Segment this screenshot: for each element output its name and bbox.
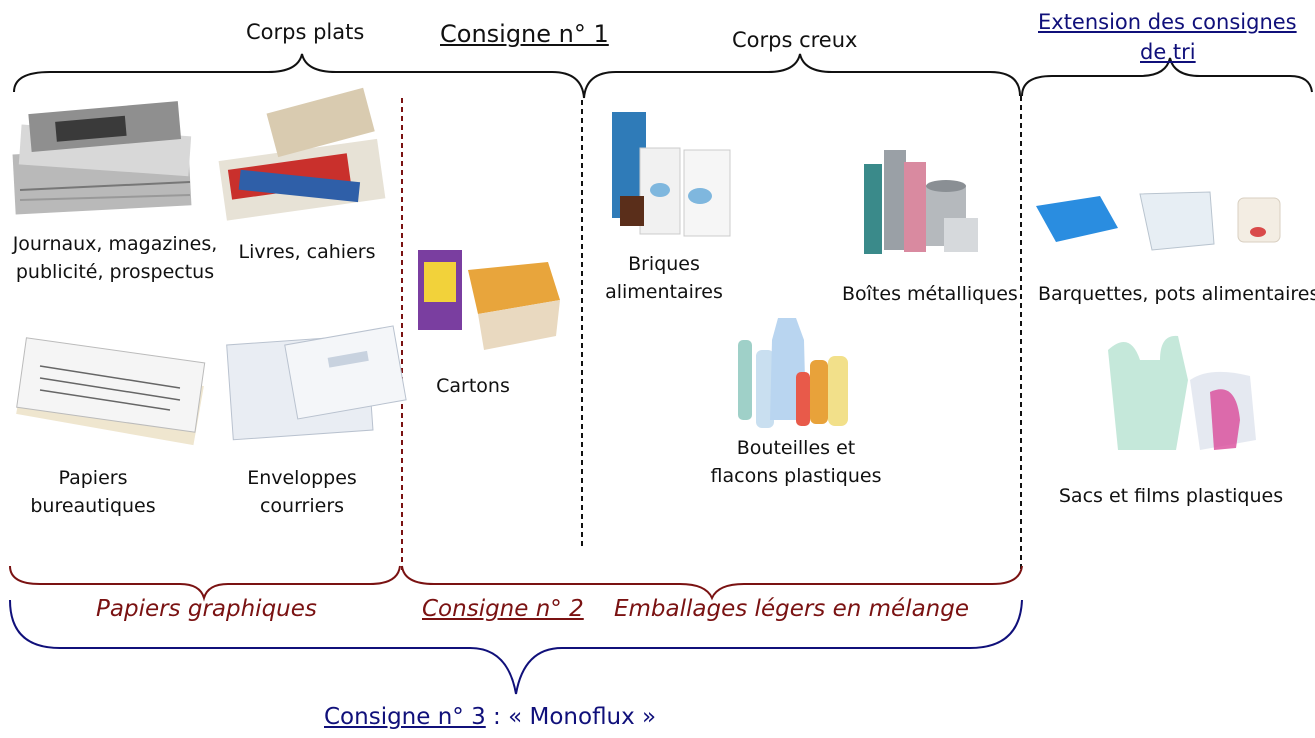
group-consigne3[interactable]: Consigne n° 3 (324, 704, 486, 730)
header-corps-creux: Corps creux (732, 28, 858, 52)
cartons-image (418, 250, 560, 350)
brace-corps-creux (583, 53, 1021, 99)
label-papiers-line1: Papiers (58, 467, 128, 489)
group-emballages: Emballages légers en mélange (614, 596, 969, 622)
envelopes-image (226, 325, 407, 441)
office-papers-image (16, 337, 206, 446)
label-enveloppes-line1: Enveloppes (247, 467, 357, 489)
label-bouteilles-line2: flacons plastiques (710, 465, 882, 487)
newspapers-image (12, 101, 192, 215)
label-enveloppes-line2: courriers (259, 495, 345, 517)
label-enveloppes: Enveloppes courriers (228, 464, 376, 520)
label-journaux-line1: Journaux, magazines, (12, 233, 218, 255)
label-boites: Boîtes métalliques (842, 283, 1018, 305)
label-livres: Livres, cahiers (238, 241, 376, 263)
brace-emballages (401, 565, 1023, 601)
header-extension-line2[interactable]: de tri (1140, 40, 1196, 64)
label-cartons: Cartons (436, 375, 510, 397)
header-corps-plats: Corps plats (246, 20, 365, 44)
label-sacs: Sacs et films plastiques (1058, 485, 1284, 507)
label-barquettes: Barquettes, pots alimentaires (1038, 283, 1315, 305)
label-papiers-line2: bureautiques (30, 495, 156, 517)
label-journaux-line2: publicité, prospectus (15, 261, 215, 283)
label-bouteilles: Bouteilles et flacons plastiques (706, 434, 886, 490)
bottles-image (738, 318, 848, 428)
group-monoflux: : « Monoflux » (485, 704, 657, 730)
label-briques-line2: alimentaires (605, 281, 723, 303)
label-bouteilles-line1: Bouteilles et (736, 437, 856, 459)
metal-cans-image (864, 150, 978, 254)
label-journaux: Journaux, magazines, publicité, prospect… (8, 230, 222, 286)
books-image (218, 87, 386, 221)
header-consigne1[interactable]: Consigne n° 1 (440, 20, 609, 48)
brace-extension (1021, 57, 1313, 97)
header-extension-line1[interactable]: Extension des consignes (1038, 10, 1297, 34)
brace-consigne1 (13, 53, 585, 99)
trays-pots-image (1036, 191, 1281, 251)
group-consigne3-wrap: Consigne n° 3 : « Monoflux » (324, 704, 656, 730)
group-papiers-graphiques: Papiers graphiques (96, 596, 317, 622)
brace-papiers-graphiques (9, 565, 401, 602)
brick-cartons-image (612, 112, 731, 237)
brace-consigne3 (9, 599, 1023, 695)
plastic-bags-image (1108, 335, 1256, 450)
label-papiers: Papiers bureautiques (20, 464, 166, 520)
group-consigne2[interactable]: Consigne n° 2 (422, 596, 584, 622)
label-briques: Briques alimentaires (596, 250, 732, 306)
label-briques-line1: Briques (628, 253, 700, 275)
